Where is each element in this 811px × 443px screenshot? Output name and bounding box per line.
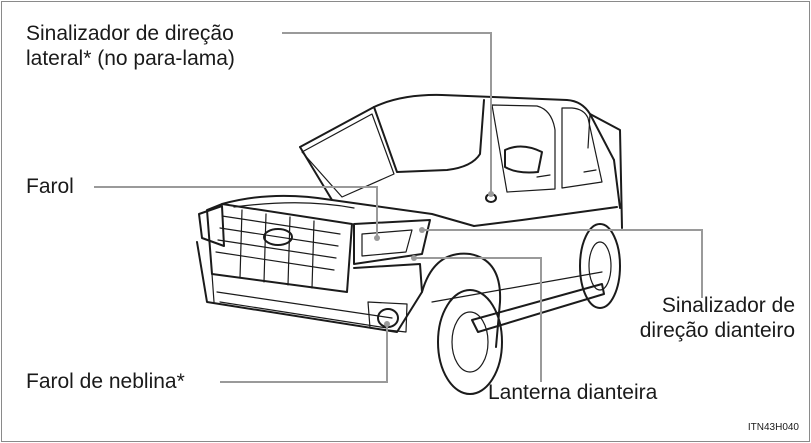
leader-front-turn-signal <box>422 229 703 298</box>
leader-side-turn-signal <box>282 32 492 194</box>
figure-code: ITN43H040 <box>747 422 799 433</box>
label-front-position-light: Lanterna dianteira <box>488 381 658 404</box>
label-front-turn-signal: Sinalizador de direção dianteiro <box>640 293 795 343</box>
label-front-turn-signal-line2: direção dianteiro <box>639 319 795 342</box>
label-headlight: Farol <box>26 175 74 198</box>
leader-lines <box>94 32 703 383</box>
leader-headlight <box>94 186 378 238</box>
label-side-turn-signal-line2: lateral* (no para-lama) <box>26 47 235 70</box>
leader-front-position-light <box>414 257 542 382</box>
label-front-turn-signal-line1: Sinalizador de <box>661 294 795 317</box>
leader-fog-light <box>220 324 388 383</box>
label-fog-light: Farol de neblina* <box>26 370 185 393</box>
label-side-turn-signal: Sinalizador de direção lateral* (no para… <box>26 21 235 71</box>
pickup-truck-drawing <box>196 93 623 395</box>
label-side-turn-signal-line1: Sinalizador de direção <box>26 22 234 45</box>
